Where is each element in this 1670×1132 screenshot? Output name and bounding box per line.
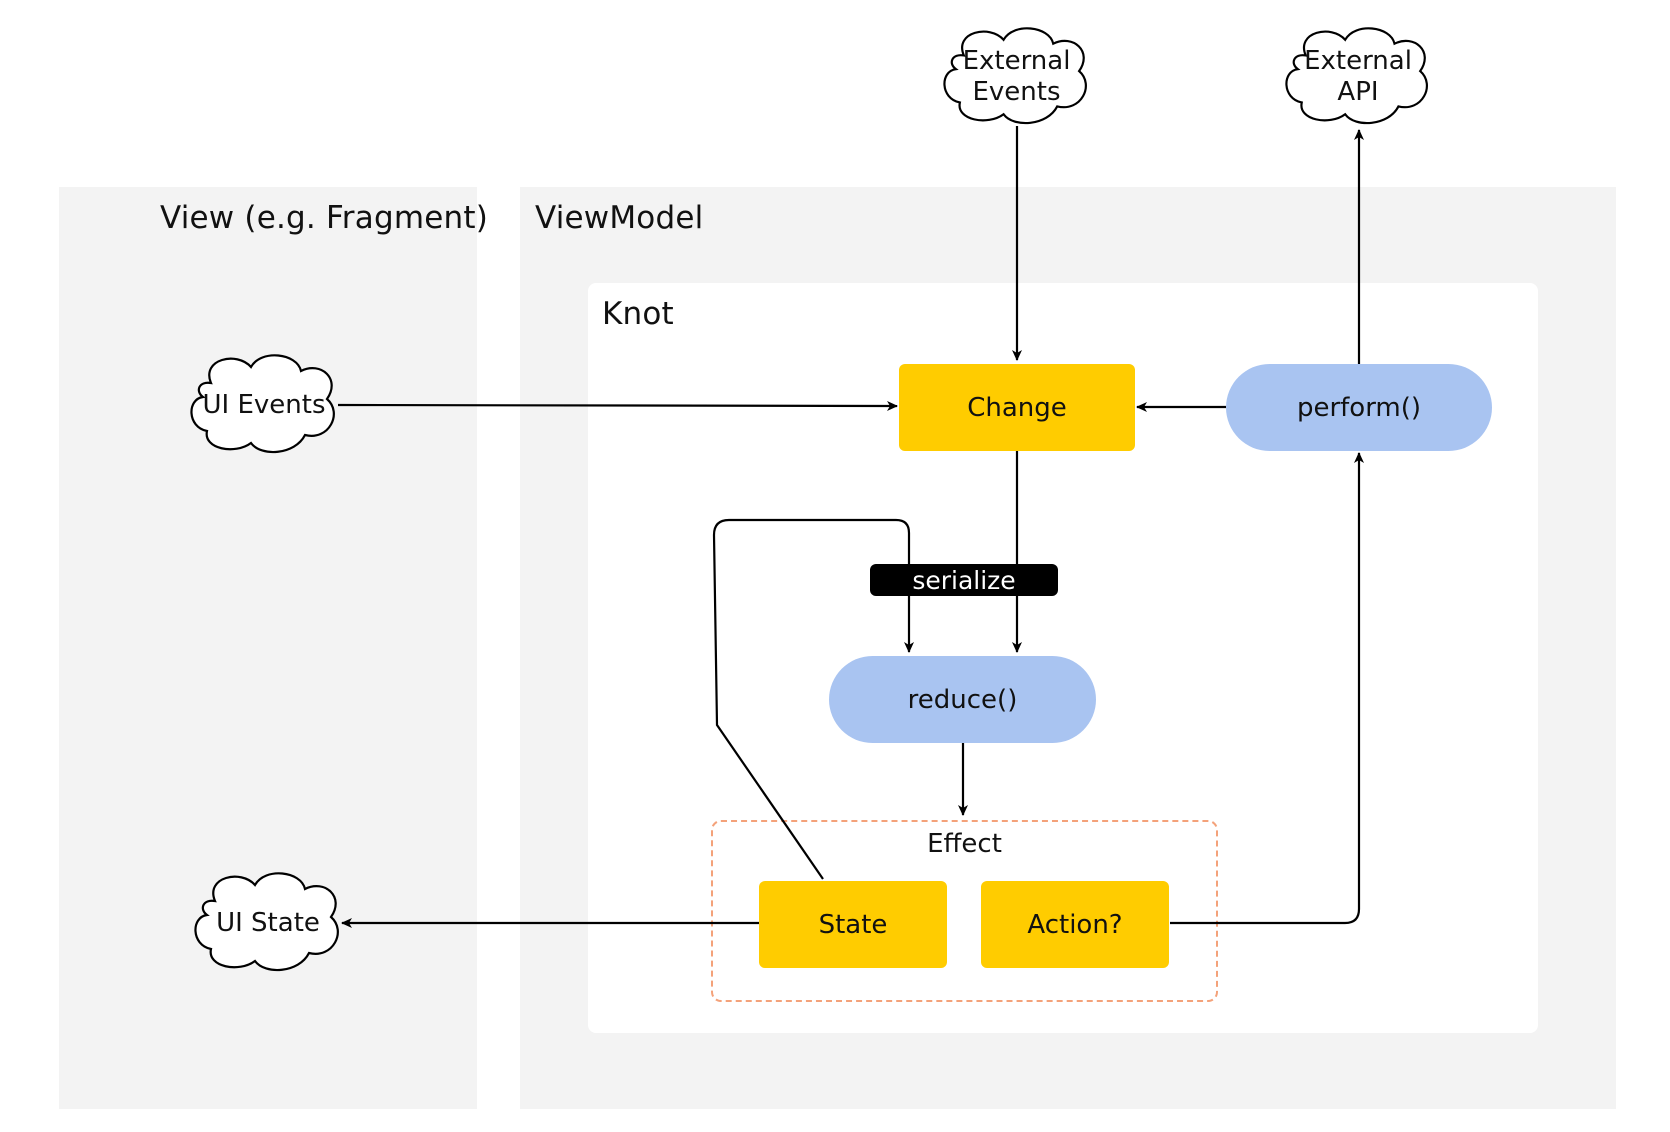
reduce-node: reduce() (829, 656, 1096, 743)
viewmodel-panel-title: ViewModel (535, 200, 704, 236)
ui-state-label: UI State (216, 907, 320, 938)
ui-events-label: UI Events (202, 389, 326, 420)
ui-events-cloud: UI Events (189, 354, 339, 455)
cloud-shape-icon (1285, 27, 1428, 125)
external-api-cloud: External API (1284, 27, 1432, 126)
state-node: State (759, 881, 947, 968)
view-panel-title: View (e.g. Fragment) (160, 200, 488, 236)
cloud-shape-icon (190, 354, 335, 454)
effect-group (711, 820, 1218, 1002)
external-events-cloud: External Events (942, 27, 1091, 126)
action-node: Action? (981, 881, 1169, 968)
edge-action-to-perform (1170, 452, 1364, 925)
external-events-label: External Events (962, 46, 1071, 107)
ui-state-cloud: UI State (193, 872, 343, 973)
edge-state-loop-to-reduce (712, 518, 914, 880)
cloud-shape-icon (943, 27, 1087, 125)
change-node: Change (899, 364, 1135, 451)
cloud-shape-icon (194, 872, 339, 972)
external-api-label: External API (1304, 46, 1412, 107)
serialize-label: serialize (870, 564, 1058, 596)
knot-panel-title: Knot (602, 296, 674, 332)
perform-node: perform() (1226, 364, 1492, 451)
edge-ui-events-to-change (337, 400, 898, 411)
effect-label: Effect (927, 829, 1002, 859)
